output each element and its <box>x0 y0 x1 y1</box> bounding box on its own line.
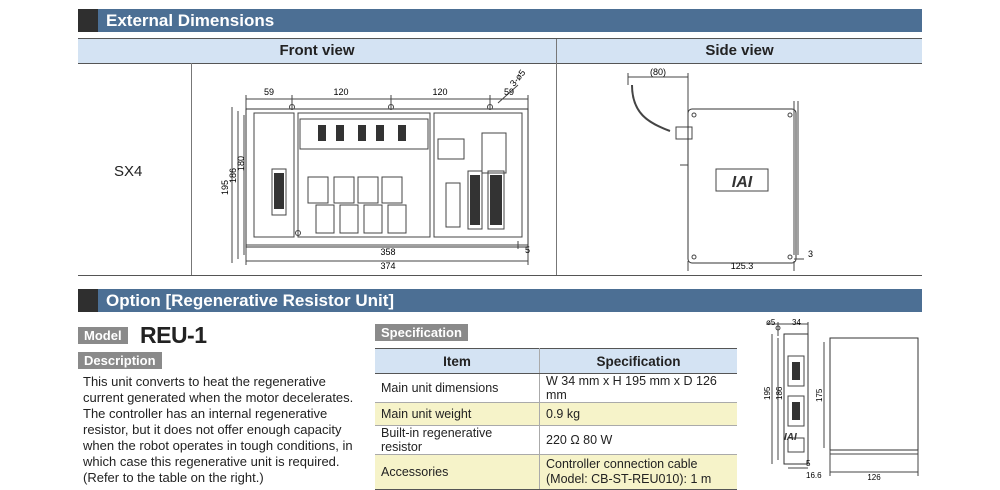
section-bar-tab <box>78 289 98 312</box>
front-view-drawing: 59 120 120 59 3-ø5 195 186 180 358 374 5 <box>220 68 530 271</box>
spec-value: Controller connection cable (Model: CB-S… <box>539 454 737 490</box>
iai-logo: IAI <box>732 174 753 191</box>
reu-dim-width: 34 <box>792 318 801 327</box>
spec-header-spec: Specification <box>539 348 737 374</box>
front-dim-186: 186 <box>228 168 238 183</box>
spec-value: 0.9 kg <box>539 402 737 426</box>
table-row: Main unit dimensions W 34 mm x H 195 mm … <box>375 373 737 403</box>
spec-value: 220 Ω 80 W <box>539 425 737 455</box>
reu-dim-16-6: 16.6 <box>806 471 822 480</box>
row-label: SX4 <box>114 163 143 180</box>
reu-dim-186: 186 <box>775 386 784 400</box>
front-dim-374: 374 <box>380 261 395 271</box>
reu-dim-5: 5 <box>806 459 811 468</box>
section-title: External Dimensions <box>106 11 275 30</box>
front-dim-59-left: 59 <box>264 87 274 97</box>
description-text: This unit converts to heat the regenerat… <box>83 374 354 485</box>
reu-drawing: IAI ø5 34 195 186 175 126 5 16.6 <box>763 318 919 482</box>
hole-label: 3-ø5 <box>508 68 528 89</box>
front-dim-195: 195 <box>220 180 230 195</box>
table-row: Main unit weight 0.9 kg <box>375 402 737 426</box>
column-divider <box>556 39 557 275</box>
side-dim-3: 3 <box>808 249 813 259</box>
side-view-drawing: IAI (80) 125.3 3 <box>627 67 813 271</box>
spec-item: Built-in regenerative resistor <box>375 425 540 455</box>
front-dim-5: 5 <box>525 245 530 255</box>
option-bar: Option [Regenerative Resistor Unit] <box>78 289 922 312</box>
spec-item: Main unit dimensions <box>375 373 540 403</box>
table-row: Built-in regenerative resistor 220 Ω 80 … <box>375 425 737 455</box>
reu-dim-195: 195 <box>763 386 772 400</box>
section-bar-tab <box>78 9 98 32</box>
spec-value: W 34 mm x H 195 mm x D 126 mm <box>539 373 737 403</box>
front-dim-180: 180 <box>236 156 246 171</box>
side-dim-125: 125.3 <box>731 261 754 271</box>
side-view-header: Side view <box>557 39 922 64</box>
front-dim-59-right: 59 <box>504 87 514 97</box>
reu-dim-126: 126 <box>867 473 881 482</box>
front-view-header: Front view <box>78 39 556 64</box>
side-dim-80: (80) <box>650 67 666 77</box>
spec-header-item: Item <box>375 348 540 374</box>
model-label: Model <box>78 327 128 344</box>
table-row: Accessories Controller connection cable … <box>375 454 737 490</box>
model-name: REU-1 <box>140 322 207 348</box>
section-title: Option [Regenerative Resistor Unit] <box>106 291 395 310</box>
reu-logo: IAI <box>784 432 797 443</box>
front-dim-120-b: 120 <box>432 87 447 97</box>
front-dim-358: 358 <box>380 247 395 257</box>
spec-header-row: Item Specification <box>375 348 737 374</box>
front-dim-120-a: 120 <box>333 87 348 97</box>
spec-table: Item Specification Main unit dimensions … <box>375 348 737 490</box>
reu-dim-175: 175 <box>815 388 824 402</box>
specification-label: Specification <box>375 324 468 341</box>
spec-item: Accessories <box>375 454 540 490</box>
spec-item: Main unit weight <box>375 402 540 426</box>
dimensions-table: Front view Side view SX4 <box>78 38 922 276</box>
external-dimensions-bar: External Dimensions <box>78 9 922 32</box>
reu-dim-hole: ø5 <box>766 318 776 327</box>
column-divider <box>191 63 192 275</box>
description-label: Description <box>78 352 162 369</box>
